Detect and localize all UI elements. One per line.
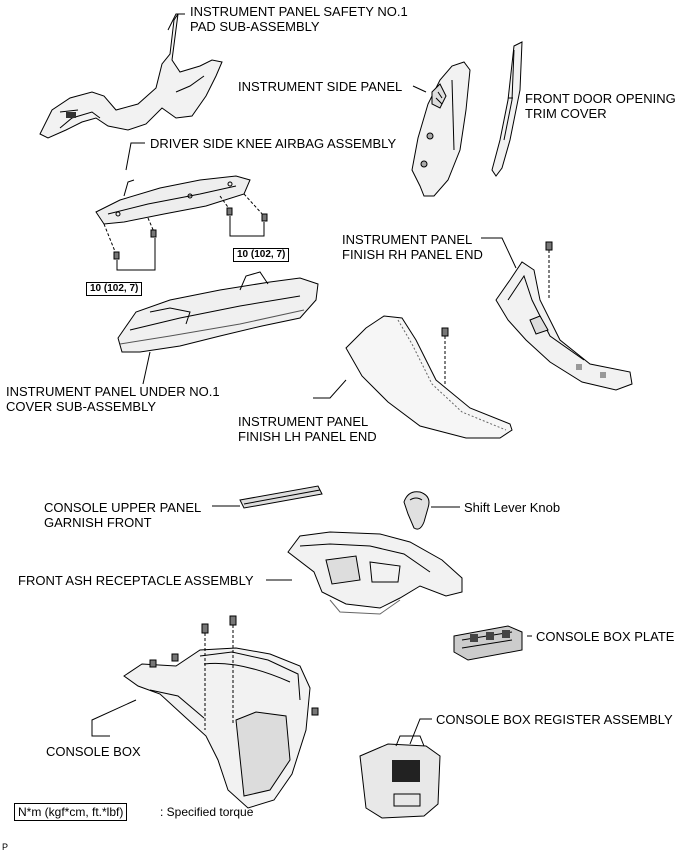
rh-end-clip bbox=[545, 241, 553, 300]
legend-unit-box: N*m (kgf*cm, ft.*lbf) bbox=[14, 803, 128, 821]
console-box-dash-lines bbox=[204, 625, 234, 730]
footer-code: P bbox=[2, 842, 9, 852]
label-knee-airbag: DRIVER SIDE KNEE AIRBAG ASSEMBLY bbox=[150, 136, 396, 151]
label-door-trim-line1: FRONT DOOR OPENING bbox=[525, 91, 676, 106]
instrument-side-panel-part bbox=[411, 61, 471, 197]
label-side-panel: INSTRUMENT SIDE PANEL bbox=[238, 79, 402, 94]
label-rh-end-line2: FINISH RH PANEL END bbox=[342, 247, 483, 262]
ash-receptacle-part bbox=[287, 531, 463, 615]
label-safety-pad: INSTRUMENT PANEL SAFETY NO.1 PAD SUB-ASS… bbox=[190, 4, 408, 34]
register-part bbox=[359, 735, 441, 819]
under-cover-part bbox=[117, 271, 319, 353]
label-console-box-line1: CONSOLE BOX bbox=[46, 744, 141, 759]
label-side-panel-line1: INSTRUMENT SIDE PANEL bbox=[238, 79, 403, 94]
label-ash-receptacle-line1: FRONT ASH RECEPTACLE ASSEMBLY bbox=[18, 573, 254, 588]
safety-pad-part bbox=[39, 13, 223, 139]
label-under-cover-line2: COVER SUB-ASSEMBLY bbox=[6, 399, 157, 414]
label-door-trim-line2: TRIM COVER bbox=[525, 106, 607, 121]
legend-text: : Specified torque bbox=[160, 805, 254, 819]
label-ash-receptacle: FRONT ASH RECEPTACLE ASSEMBLY bbox=[18, 573, 254, 588]
torque-leaders bbox=[116, 216, 265, 271]
label-knee-airbag-line1: DRIVER SIDE KNEE AIRBAG ASSEMBLY bbox=[150, 136, 397, 151]
lh-panel-end-part bbox=[345, 315, 513, 439]
label-console-box: CONSOLE BOX bbox=[46, 744, 141, 759]
label-box-plate: CONSOLE BOX PLATE bbox=[536, 629, 674, 644]
label-rh-end: INSTRUMENT PANEL FINISH RH PANEL END bbox=[342, 232, 483, 262]
rh-panel-end-part bbox=[495, 261, 633, 391]
label-lh-end-line2: FINISH LH PANEL END bbox=[238, 429, 377, 444]
label-register: CONSOLE BOX REGISTER ASSEMBLY bbox=[436, 712, 673, 727]
label-lh-end-line1: INSTRUMENT PANEL bbox=[238, 414, 369, 429]
console-box-plate-part bbox=[453, 625, 523, 661]
door-trim-cover-part bbox=[491, 41, 523, 177]
label-safety-pad-line1: INSTRUMENT PANEL SAFETY NO.1 bbox=[190, 4, 408, 19]
label-door-trim: FRONT DOOR OPENING TRIM COVER bbox=[525, 91, 676, 121]
label-shift-knob: Shift Lever Knob bbox=[464, 500, 560, 515]
label-garnish-line1: CONSOLE UPPER PANEL bbox=[44, 500, 202, 515]
lh-end-clip bbox=[441, 327, 449, 384]
garnish-part bbox=[239, 485, 323, 509]
label-garnish-line2: GARNISH FRONT bbox=[44, 515, 152, 530]
torque-box-right: 10 (102, 7) bbox=[233, 248, 290, 262]
label-under-cover-line1: INSTRUMENT PANEL UNDER NO.1 bbox=[6, 384, 220, 399]
label-rh-end-line1: INSTRUMENT PANEL bbox=[342, 232, 473, 247]
label-garnish: CONSOLE UPPER PANEL GARNISH FRONT bbox=[44, 500, 201, 530]
label-shift-knob-line1: Shift Lever Knob bbox=[464, 500, 561, 515]
knee-airbag-part bbox=[95, 175, 251, 225]
console-box-bolts bbox=[149, 615, 319, 716]
label-lh-end: INSTRUMENT PANEL FINISH LH PANEL END bbox=[238, 414, 377, 444]
console-box-part bbox=[123, 647, 311, 809]
airbag-bolts bbox=[113, 207, 268, 260]
leader-lines bbox=[91, 13, 532, 745]
label-box-plate-line1: CONSOLE BOX PLATE bbox=[536, 629, 675, 644]
torque-box-left: 10 (102, 7) bbox=[86, 282, 143, 296]
label-register-line1: CONSOLE BOX REGISTER ASSEMBLY bbox=[436, 712, 673, 727]
label-under-cover: INSTRUMENT PANEL UNDER NO.1 COVER SUB-AS… bbox=[6, 384, 220, 414]
label-safety-pad-line2: PAD SUB-ASSEMBLY bbox=[190, 19, 320, 34]
shift-knob-part bbox=[403, 491, 430, 530]
